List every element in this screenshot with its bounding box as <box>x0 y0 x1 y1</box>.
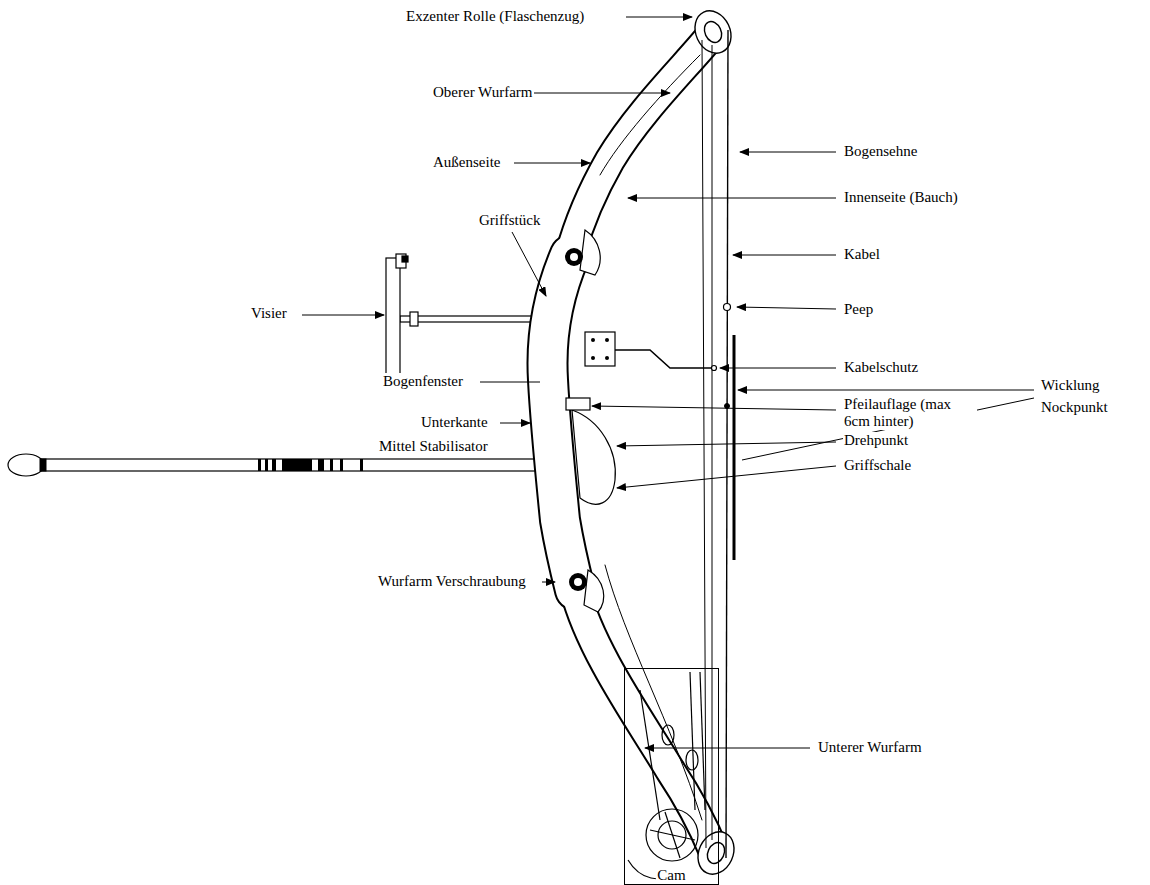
part-label: Bogenfenster <box>382 373 464 390</box>
part-label: Unterer Wurfarm <box>817 739 923 756</box>
bow-body <box>547 34 714 852</box>
leader-lines <box>302 17 1034 748</box>
part-label: Oberer Wurfarm <box>432 84 534 101</box>
cam-inset-drawing <box>628 672 705 879</box>
inset-caption: Cam <box>655 867 687 884</box>
part-label: Nockpunkt <box>1040 399 1109 416</box>
part-label: Unterkante <box>420 414 489 431</box>
part-label: Griffschale <box>843 457 912 474</box>
part-label: Außenseite <box>432 154 501 171</box>
part-label: Exzenter Rolle (Flaschenzug) <box>405 8 585 25</box>
cams <box>688 5 740 880</box>
part-label: Kabel <box>843 246 881 263</box>
part-label: Innenseite (Bauch) <box>843 189 959 206</box>
part-label: Drehpunkt <box>843 432 909 449</box>
part-label: Mittel Stabilisator <box>378 438 489 455</box>
part-label: Kabelschutz <box>843 359 919 376</box>
inset-frame: Cam <box>624 668 719 885</box>
stabilizer <box>8 454 548 476</box>
part-label: Wicklung <box>1040 377 1101 394</box>
part-label: Peep <box>843 301 874 318</box>
part-label: Visier <box>250 305 288 322</box>
sight <box>386 254 548 376</box>
part-label: Bogensehne <box>843 143 918 160</box>
part-label: Pfeilauflage (max 6cm hinter) <box>843 396 977 430</box>
part-label: Griffstück <box>478 212 541 229</box>
part-label: Wurfarm Verschraubung <box>377 573 527 590</box>
